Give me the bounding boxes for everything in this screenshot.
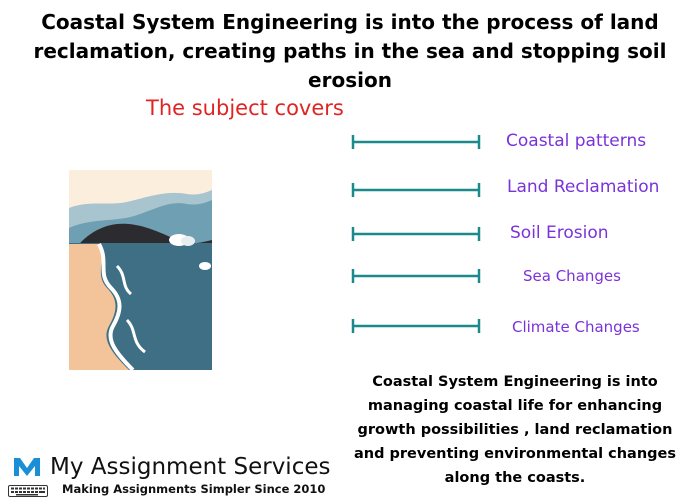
connector-line (351, 268, 481, 284)
topic-sea-changes: Sea Changes (523, 267, 621, 285)
page-heading: Coastal System Engineering is into the p… (33, 10, 667, 92)
keyboard-icon (8, 482, 48, 501)
coastal-landscape-illustration (69, 170, 212, 372)
brand-tagline: Making Assignments Simpler Since 2010 (62, 482, 326, 496)
connector-line (351, 318, 481, 334)
connector-line (351, 182, 481, 198)
topic-land-reclamation: Land Reclamation (507, 177, 660, 197)
topic-coastal-patterns: Coastal patterns (506, 131, 647, 151)
description-text: Coastal System Engineering is into manag… (353, 374, 677, 486)
subject-label: The subject covers (146, 96, 344, 120)
logo-m-icon (12, 454, 42, 484)
brand-name: My Assignment Services (50, 454, 331, 480)
topic-climate-changes: Climate Changes (512, 318, 640, 336)
connector-line (351, 134, 481, 150)
connector-line (351, 226, 481, 242)
company-logo: My Assignment Services Making Assignment… (8, 452, 330, 501)
topic-soil-erosion: Soil Erosion (510, 223, 609, 243)
